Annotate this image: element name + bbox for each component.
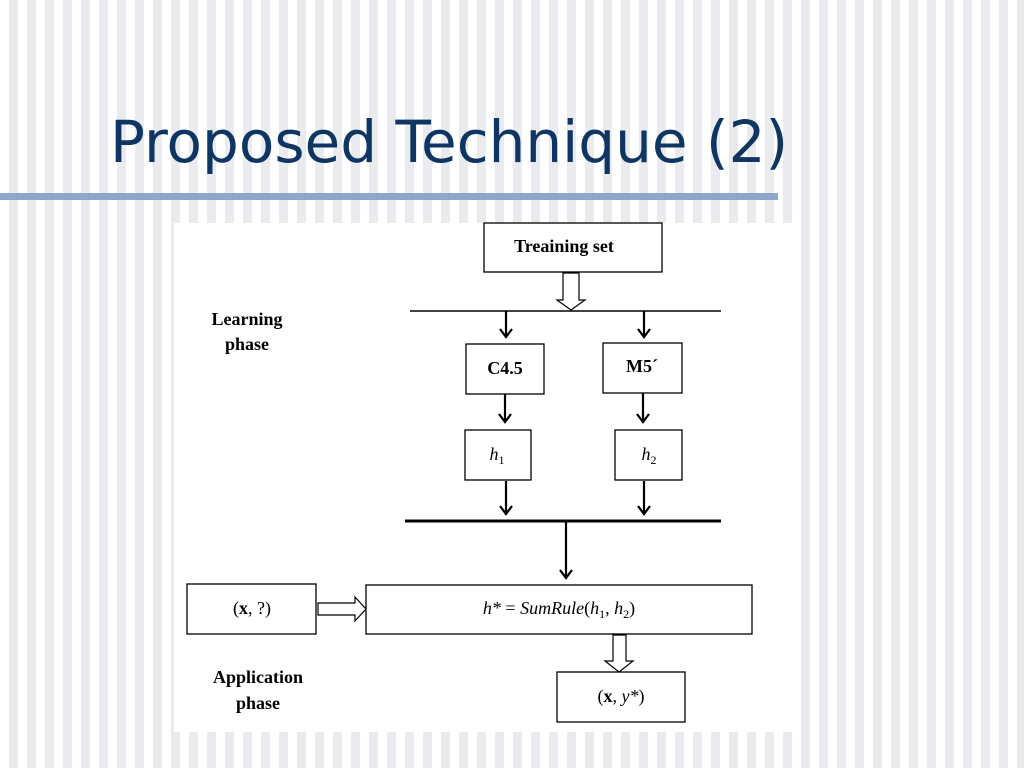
output-open: (	[598, 686, 604, 707]
arrow-to-c45-head	[499, 328, 513, 339]
input-hollow-arrow	[317, 595, 367, 623]
arrow-h2-to-merge-head	[637, 505, 651, 516]
input-rest: , ?)	[248, 598, 271, 619]
input-box	[186, 583, 317, 635]
input-open: (	[233, 598, 239, 619]
arrow-merge-to-combiner-head	[559, 569, 573, 580]
input-label: (x, ?)	[233, 598, 271, 619]
output-label: (x, y*)	[598, 686, 645, 707]
title-rule	[0, 193, 778, 200]
training-set-label: Treaining set	[514, 236, 614, 256]
combiner-h2-base: h	[614, 598, 623, 618]
h2-subscript: 2	[651, 453, 657, 467]
training-hollow-arrow	[555, 272, 587, 311]
combiner-label: h* = SumRule(h1, h2)	[483, 598, 635, 621]
application-phase-line2: phase	[236, 693, 280, 713]
h1-subscript: 1	[499, 453, 505, 467]
combiner-eq: =	[501, 598, 520, 618]
combiner-close: )	[629, 598, 635, 619]
input-var: x	[239, 598, 248, 618]
c45-label: C4.5	[487, 358, 523, 378]
output-result: y*	[620, 686, 639, 706]
training-set-box	[483, 222, 663, 273]
h1-box	[464, 429, 532, 481]
h2-label: h2	[642, 444, 657, 467]
output-hollow-arrow	[603, 634, 635, 673]
combiner-h1-base: h	[590, 598, 599, 618]
h2-box	[614, 429, 683, 481]
h2-base: h	[642, 444, 651, 464]
arrow-to-m5-head	[637, 328, 651, 339]
c45-box	[465, 343, 545, 395]
output-sep: ,	[613, 686, 622, 706]
arrow-h1-to-merge-head	[499, 505, 513, 516]
combiner-box	[365, 584, 753, 635]
combiner-h2-subscript: 2	[623, 607, 629, 621]
arrow-to-h1-head	[498, 413, 512, 424]
slide-title: Proposed Technique (2)	[110, 108, 789, 176]
combiner-sep: ,	[605, 598, 614, 618]
output-close: )	[639, 686, 645, 707]
h1-base: h	[490, 444, 499, 464]
output-box	[556, 671, 686, 723]
learning-phase-line1: Learning	[211, 309, 282, 329]
m5-box	[602, 342, 683, 394]
combiner-func: SumRule	[520, 598, 584, 618]
combiner-lhs: h*	[483, 598, 501, 618]
application-phase-line1: Application	[213, 667, 303, 687]
output-var: x	[604, 686, 613, 706]
m5-label: M5´	[626, 356, 658, 376]
combiner-h1-subscript: 1	[599, 607, 605, 621]
combiner-open: (	[584, 598, 590, 619]
arrow-to-h2-head	[636, 413, 650, 424]
learning-phase-line2: phase	[225, 334, 269, 354]
h1-label: h1	[490, 444, 505, 467]
